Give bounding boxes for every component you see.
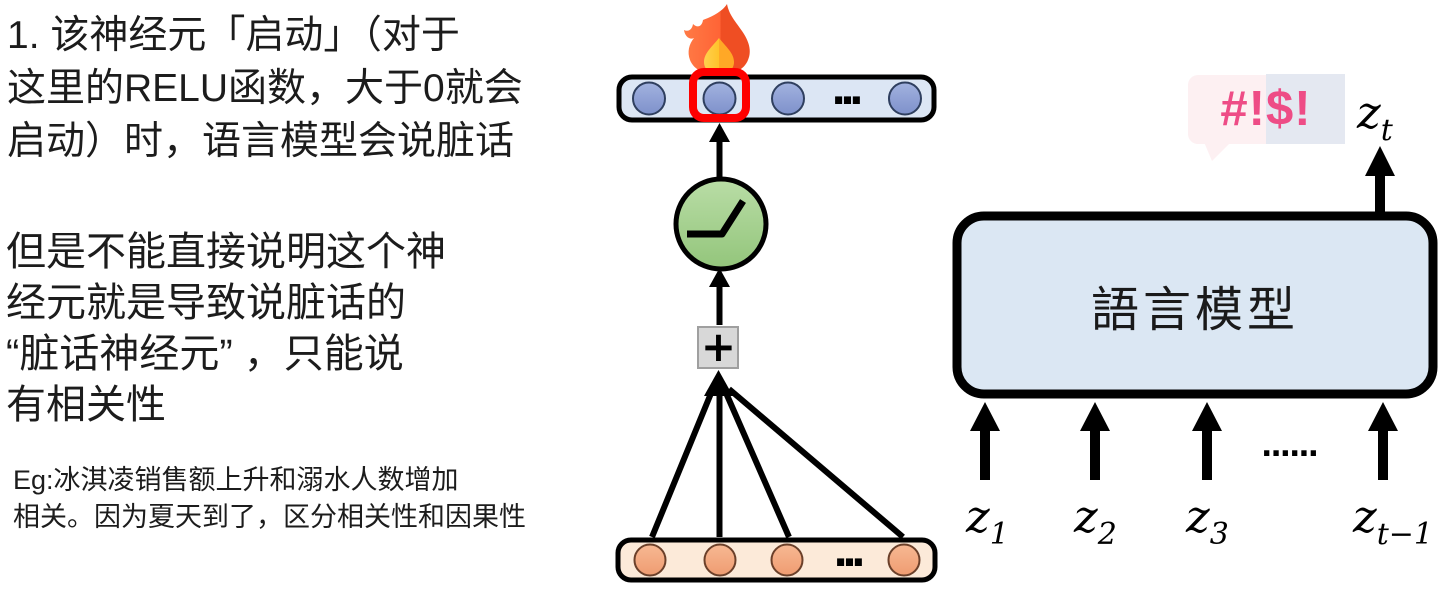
note-paragraph-correlation: 但是不能直接说明这个神 经元就是导致说脏话的 “脏话神经元” ，只能说 有相关性 — [6, 227, 446, 431]
note-paragraph-example: Eg:冰淇凌销售额上升和溺水人数增加 相关。因为夏天到了，区分相关性和因果性 — [13, 462, 526, 536]
note-line: 经元就是导致说脏话的 — [6, 281, 406, 325]
token-sub: 1 — [989, 517, 1009, 552]
note-line: Eg:冰淇凌销售额上升和溺水人数增加 — [13, 465, 459, 495]
arrow-relu-to-output — [709, 123, 730, 177]
arrow-lm-input — [1192, 402, 1222, 480]
note-line: 这里的RELU函数，大于0就会 — [7, 67, 523, 110]
swear-text: #!$! — [1220, 82, 1312, 136]
output-neuron-node — [632, 81, 666, 116]
input-token-label: zt−1 — [1353, 490, 1433, 550]
input-layer-ellipsis: ... — [833, 530, 866, 576]
output-token-label: zt — [1357, 86, 1393, 146]
arrow-lm-input — [1368, 402, 1398, 480]
fanin-arrowhead — [704, 370, 733, 396]
output-layer-ellipsis: ... — [831, 68, 864, 114]
token-base: z — [966, 490, 990, 543]
token-sub: t — [1380, 113, 1393, 148]
sum-box — [697, 326, 739, 369]
inputs-ellipsis: ...... — [1261, 429, 1319, 464]
lm-box — [952, 211, 1438, 399]
relu-neuron — [673, 176, 769, 272]
token-base: z — [1357, 86, 1381, 139]
plus-label: + — [701, 322, 736, 371]
note-line: 但是不能直接说明这个神 — [6, 230, 446, 274]
output-neuron-node — [771, 81, 805, 116]
relu-curve-icon — [687, 199, 746, 238]
arrow-sum-to-relu — [709, 268, 730, 325]
arrow-lm-input — [1080, 402, 1110, 480]
note-line: “脏话神经元” ，只能说 — [6, 332, 404, 376]
lm-box-label: 語言模型 — [1090, 284, 1299, 337]
token-base: z — [1186, 490, 1210, 543]
input-token-label: z1 — [966, 490, 1009, 550]
note-paragraph-activation: 1. 该神经元「启动」（对于 这里的RELU函数，大于0就会 启动）时，语言模型… — [7, 9, 523, 168]
note-line: 1. 该神经元「启动」（对于 — [7, 14, 460, 57]
arrow-lm-output — [1365, 146, 1395, 212]
input-neuron-node — [633, 543, 667, 577]
note-line: 有相关性 — [6, 383, 166, 427]
highlight-box — [689, 68, 750, 122]
note-line: 启动）时，语言模型会说脏话 — [7, 120, 515, 163]
output-neuron-node-highlighted — [702, 81, 737, 116]
input-neuron-node — [703, 543, 737, 577]
swear-bubble-icon — [1188, 74, 1345, 161]
input-neuron-node — [770, 543, 804, 577]
token-sub: 3 — [1209, 517, 1229, 552]
input-token-label: z2 — [1074, 490, 1117, 550]
fire-icon — [684, 4, 750, 75]
input-connections — [649, 370, 905, 540]
arrow-lm-input — [970, 402, 1000, 480]
output-neuron-node — [888, 81, 922, 116]
token-sub: t−1 — [1376, 517, 1433, 552]
input-token-label: z3 — [1186, 490, 1229, 550]
token-sub: 2 — [1097, 517, 1117, 552]
token-base: z — [1353, 490, 1377, 543]
input-neuron-node — [887, 543, 921, 577]
note-line: 相关。因为夏天到了，区分相关性和因果性 — [13, 502, 526, 532]
token-base: z — [1074, 490, 1098, 543]
